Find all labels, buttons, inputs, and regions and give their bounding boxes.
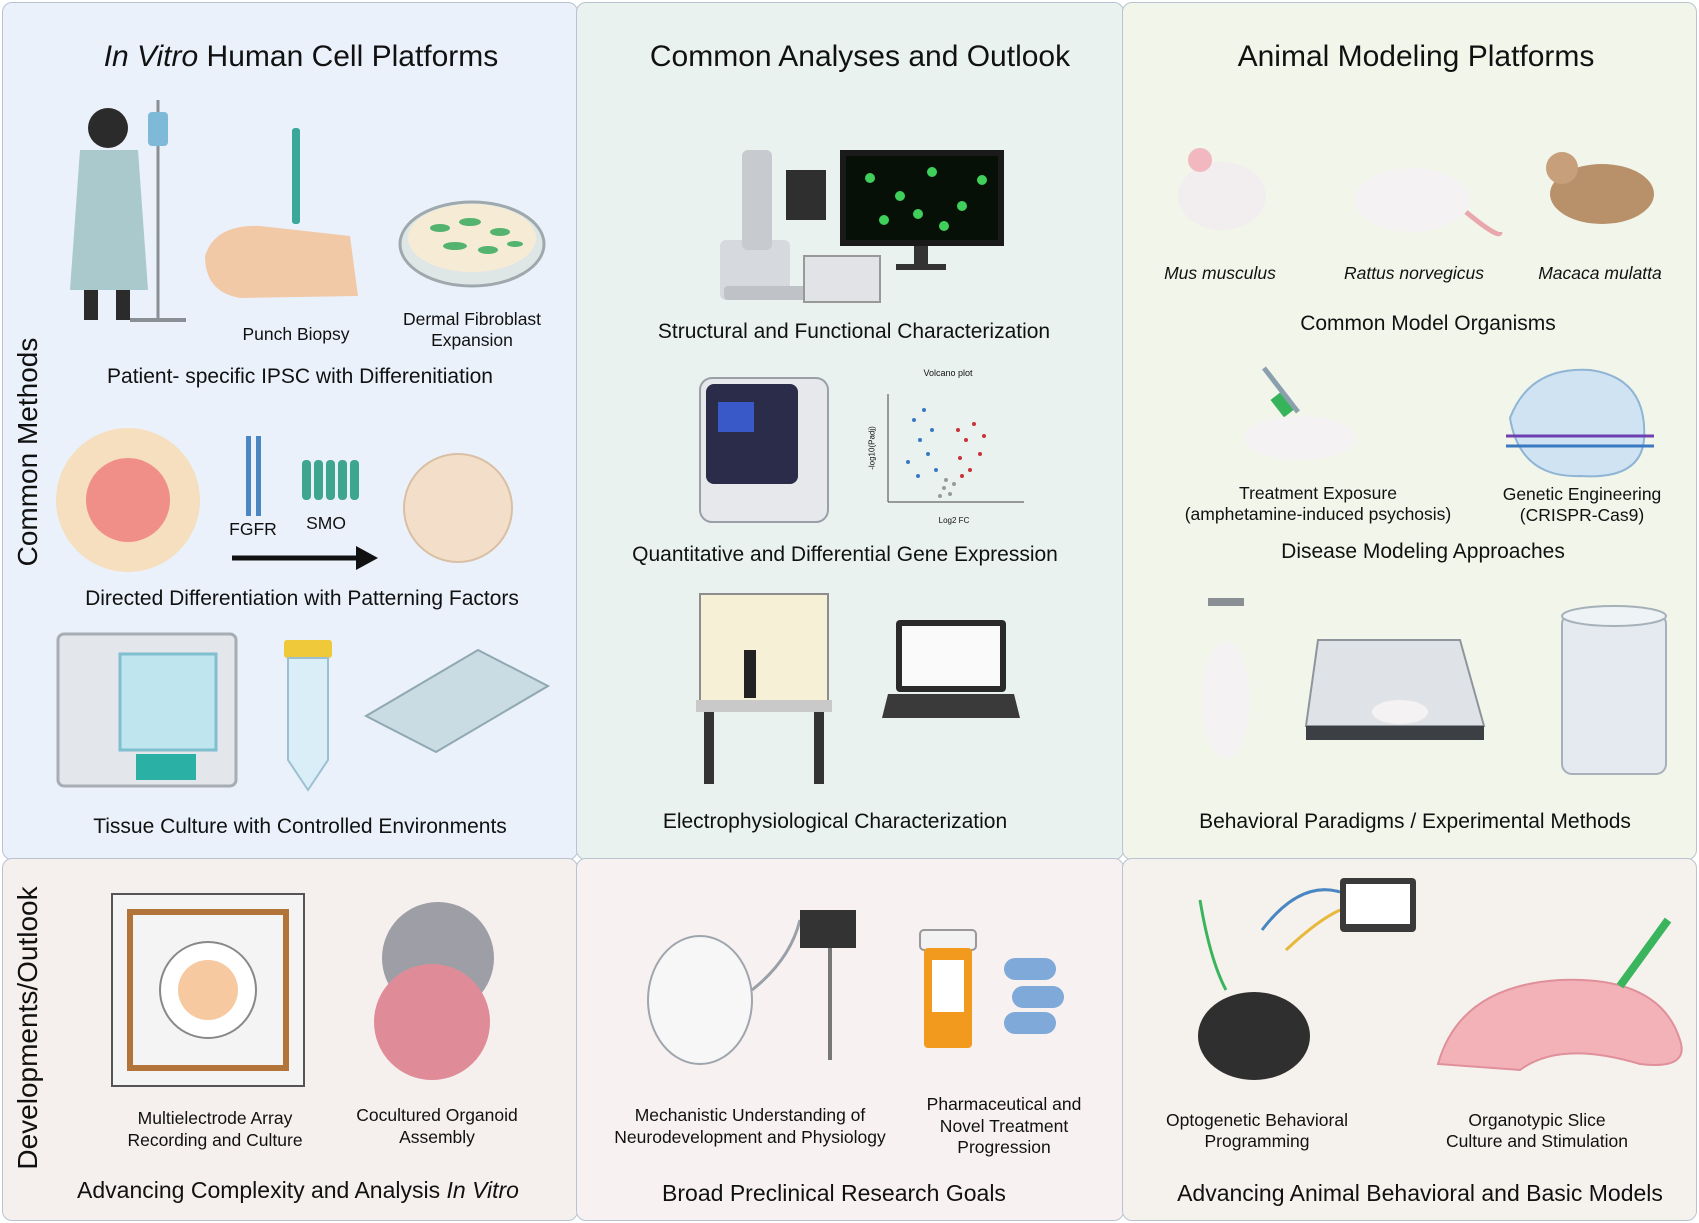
- behavior-box-icon: [1304, 639, 1486, 740]
- common-model-organisms-label: Common Model Organisms: [1300, 312, 1556, 335]
- arrow-right-icon: [232, 546, 378, 570]
- behavioral-paradigms-label: Behavioral Paradigms / Experimental Meth…: [1199, 810, 1631, 833]
- structural-characterization-label: Structural and Functional Characterizati…: [657, 320, 1051, 343]
- disease-modeling-label: Disease Modeling Approaches: [1281, 540, 1565, 563]
- optogenetic-label-line1: Optogenetic Behavioral: [1166, 1110, 1348, 1130]
- monitor-icon: [803, 150, 1004, 303]
- microscope-icon: [720, 150, 836, 300]
- mouse-icon: [1178, 148, 1266, 230]
- incubator-icon: [56, 632, 238, 788]
- punch-biopsy-icon: [205, 128, 358, 298]
- mus-musculus-label: Mus musculus: [1164, 263, 1276, 283]
- in-vitro-title-rest: Human Cell Platforms: [206, 40, 499, 73]
- fgfr-label: FGFR: [229, 519, 277, 539]
- preclinical-goals-footer: Broad Preclinical Research Goals: [662, 1180, 1006, 1206]
- pill-bottle-icon: [919, 929, 977, 1048]
- in-vitro-title: In Vitro Human Cell Platforms: [104, 40, 499, 74]
- animal-outlook-footer: Advancing Animal Behavioral and Basic Mo…: [1177, 1180, 1663, 1206]
- pcr-machine-icon: [699, 377, 829, 523]
- water-cylinder-icon: [1561, 605, 1667, 775]
- side-label-common-methods: Common Methods: [12, 337, 43, 567]
- petri-dish-icon: [398, 200, 546, 288]
- pharma-label-line3: Progression: [957, 1137, 1051, 1157]
- footer-italic: In Vitro: [446, 1177, 519, 1203]
- fibroblast-label-line1: Dermal Fibroblast: [402, 309, 542, 329]
- footer-rest: Advancing Complexity and Analysis: [77, 1177, 441, 1203]
- treatment-exposure-line1: Treatment Exposure: [1239, 483, 1397, 503]
- well-plate-icon: [363, 648, 551, 754]
- pharma-label-line2: Novel Treatment: [939, 1116, 1069, 1136]
- mea-label-line1: Multielectrode Array: [137, 1108, 293, 1128]
- laptop-icon: [882, 620, 1020, 718]
- coculture-label-line1: Cocultured Organoid: [356, 1105, 518, 1125]
- falcon-tube-icon: [284, 640, 332, 792]
- tail-suspension-icon: [1202, 598, 1250, 758]
- panel-common-analyses: [576, 2, 1124, 860]
- optogenetic-mouse-icon: [1198, 878, 1416, 1080]
- in-vitro-title-italic: In Vitro: [103, 40, 199, 73]
- ipsc-colony-icon: [56, 428, 200, 572]
- volcano-plot-ylabel: -log10(Padj): [867, 426, 877, 470]
- capsules-icon: [1004, 958, 1064, 1034]
- genetic-engineering-line2: (CRISPR-Cas9): [1519, 505, 1645, 525]
- volcano-plot: [887, 394, 1024, 503]
- animal-title: Animal Modeling Platforms: [1237, 40, 1595, 73]
- smo-label: SMO: [306, 513, 346, 533]
- smo-receptor-icon: [302, 460, 359, 500]
- hippocampal-slice-icon: [1436, 917, 1683, 1072]
- macaca-mulatta-label: Macaca mulatta: [1538, 263, 1662, 283]
- optogenetic-label-line2: Programming: [1204, 1131, 1310, 1151]
- fibroblast-label-line2: Expansion: [431, 330, 513, 350]
- syringe-icon: [1262, 366, 1300, 418]
- mechanistic-label-line1: Mechanistic Understanding of: [634, 1105, 866, 1125]
- cocultured-organoid-icon: [374, 902, 494, 1080]
- eeg-head-icon: [647, 910, 856, 1065]
- volcano-plot-xlabel: Log2 FC: [938, 516, 970, 525]
- mechanistic-label-line2: Neurodevelopment and Physiology: [614, 1127, 886, 1147]
- macaque-icon: [1546, 152, 1654, 224]
- patient-icon: [70, 100, 186, 322]
- tissue-culture-label: Tissue Culture with Controlled Environme…: [93, 815, 507, 838]
- electrophysiology-label: Electrophysiological Characterization: [662, 810, 1008, 833]
- patient-ipsc-label: Patient- specific IPSC with Differenitia…: [107, 365, 493, 388]
- organotypic-label-line2: Culture and Stimulation: [1446, 1131, 1628, 1151]
- treatment-exposure-line2: (amphetamine-induced psychosis): [1184, 504, 1452, 524]
- faraday-cage-icon: [696, 593, 832, 784]
- volcano-plot-title: Volcano plot: [923, 368, 973, 378]
- pharma-label-line1: Pharmaceutical and: [926, 1094, 1082, 1114]
- directed-differentiation-label: Directed Differentiation with Patterning…: [85, 587, 519, 610]
- rattus-norvegicus-label: Rattus norvegicus: [1343, 263, 1485, 283]
- punch-biopsy-label: Punch Biopsy: [242, 324, 350, 344]
- organotypic-label-line1: Organotypic Slice: [1468, 1110, 1606, 1130]
- gene-expression-label: Quantitative and Differential Gene Expre…: [632, 543, 1058, 566]
- mea-chip-icon: [111, 893, 305, 1087]
- genetic-engineering-line1: Genetic Engineering: [1502, 484, 1662, 504]
- in-vitro-outlook-footer: Advancing Complexity and Analysis In Vit…: [77, 1177, 519, 1204]
- rat-icon: [1354, 168, 1503, 237]
- fgfr-receptor-icon: [246, 436, 261, 516]
- mea-label-line2: Recording and Culture: [127, 1130, 303, 1150]
- side-label-developments: Developments/Outlook: [12, 886, 43, 1170]
- organoid-icon: [403, 453, 513, 563]
- crispr-icon: [1506, 368, 1654, 478]
- coculture-label-line2: Assembly: [399, 1127, 475, 1147]
- common-analyses-title: Common Analyses and Outlook: [649, 40, 1071, 73]
- treated-mouse-icon: [1244, 416, 1356, 460]
